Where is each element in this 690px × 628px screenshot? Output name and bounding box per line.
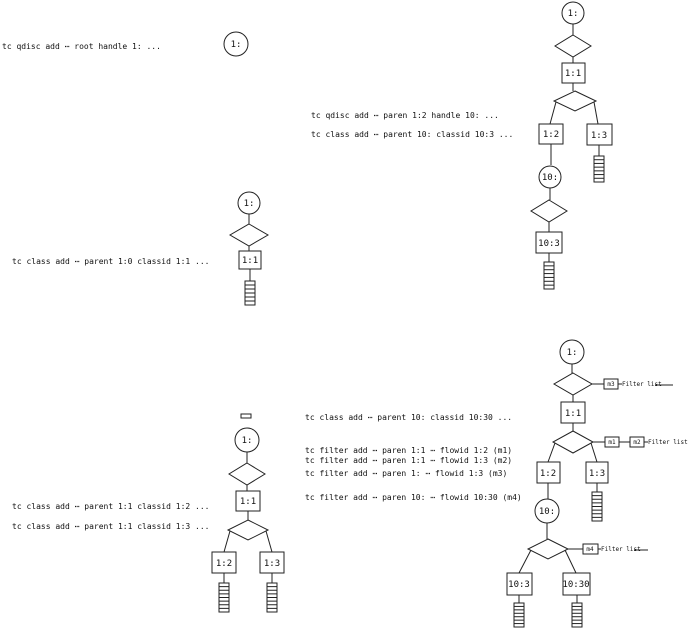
class-label-1-2: 1:2 <box>540 469 556 479</box>
class-label-1-3: 1:3 <box>264 559 280 569</box>
diagram-classes-1-2-1-3: tc class add ⋯ parent 1:1 classid 1:2 ..… <box>12 413 285 613</box>
classifier-diamond <box>553 372 593 396</box>
command-qdisc-10: tc qdisc add ⋯ paren 1:2 handle 10: ... <box>311 111 499 120</box>
classifier-diamond <box>526 538 570 560</box>
classifier-diamond <box>530 199 568 223</box>
classifier-diamond <box>552 90 598 112</box>
classifier-diamond <box>551 430 595 454</box>
filter-m2-label: m2 <box>633 439 641 446</box>
qdisc-10-label: 10: <box>542 173 558 183</box>
command-class-1-3: tc class add ⋯ parent 1:1 classid 1:3 ..… <box>12 522 209 531</box>
queue-icon <box>593 155 605 183</box>
class-label-1-1: 1:1 <box>242 256 258 266</box>
queue-icon <box>266 582 278 613</box>
class-label-1-1: 1:1 <box>240 497 256 507</box>
root-qdisc-label: 1: <box>567 348 578 358</box>
class-label-1-1: 1:1 <box>565 409 581 419</box>
root-qdisc-label: 1: <box>244 199 255 209</box>
classifier-diamond <box>226 519 270 541</box>
queue-icon <box>244 280 256 306</box>
command-class-1-1: tc class add ⋯ parent 1:0 classid 1:1 ..… <box>12 257 209 266</box>
class-label-10-30: 10:30 <box>562 580 589 590</box>
command-class-1-2: tc class add ⋯ parent 1:1 classid 1:2 ..… <box>12 502 209 511</box>
class-label-10-3: 10:3 <box>508 580 530 590</box>
queue-icon <box>543 261 555 290</box>
filter-list-label: Filter list <box>601 546 641 553</box>
filter-m3-label: m3 <box>607 381 615 388</box>
class-label-1-1: 1:1 <box>565 69 581 79</box>
root-qdisc-label: 1: <box>568 9 579 19</box>
class-label-1-2: 1:2 <box>216 559 232 569</box>
command-filter-m3: tc filter add ⋯ paren 1: ⋯ flowid 1:3 (m… <box>305 469 507 478</box>
queue-icon <box>571 602 583 628</box>
classifier-diamond <box>228 462 266 486</box>
class-label-1-3: 1:3 <box>589 469 605 479</box>
filter-m1-label: m1 <box>608 439 616 446</box>
filter-list-label: Filter list <box>648 439 688 446</box>
class-label-10-3: 10:3 <box>538 239 560 249</box>
diagram-qdisc-10: tc qdisc add ⋯ paren 1:2 handle 10: ... … <box>311 1 613 290</box>
qdisc-10-label: 10: <box>539 507 555 517</box>
filter-list-label: Filter list <box>622 381 662 388</box>
filter-m4-label: m4 <box>586 546 594 553</box>
classifier-diamond <box>554 34 592 58</box>
root-qdisc-node <box>223 31 249 57</box>
command-filter-m1: tc filter add ⋯ paren 1:1 ⋯ flowid 1:2 (… <box>305 446 512 455</box>
queue-icon <box>591 491 603 522</box>
diagram-root-qdisc: tc qdisc add ⋯ root handle 1: ... 1: <box>2 31 249 57</box>
command-class-10-30: tc class add ⋯ parent 10: classid 10:30 … <box>305 413 512 422</box>
queue-icon <box>218 582 230 613</box>
queue-icon <box>513 602 525 628</box>
root-qdisc-label: 1: <box>231 40 242 50</box>
class-label-1-3: 1:3 <box>591 131 607 141</box>
diagram-class-1-1: tc class add ⋯ parent 1:0 classid 1:1 ..… <box>12 191 269 306</box>
command-class-10-3: tc class add ⋯ parent 10: classid 10:3 .… <box>311 130 513 139</box>
command-filter-m4: tc filter add ⋯ paren 10: ⋯ flowid 10:30… <box>305 493 522 502</box>
command-filter-m2: tc filter add ⋯ paren 1:1 ⋯ flowid 1:3 (… <box>305 456 512 465</box>
root-qdisc-label: 1: <box>242 436 253 446</box>
classifier-diamond <box>229 223 269 247</box>
diagram-filters: tc class add ⋯ parent 10: classid 10:30 … <box>305 339 688 628</box>
small-marker <box>240 413 252 419</box>
command-root-qdisc: tc qdisc add ⋯ root handle 1: ... <box>2 42 161 51</box>
class-label-1-2: 1:2 <box>543 130 559 140</box>
